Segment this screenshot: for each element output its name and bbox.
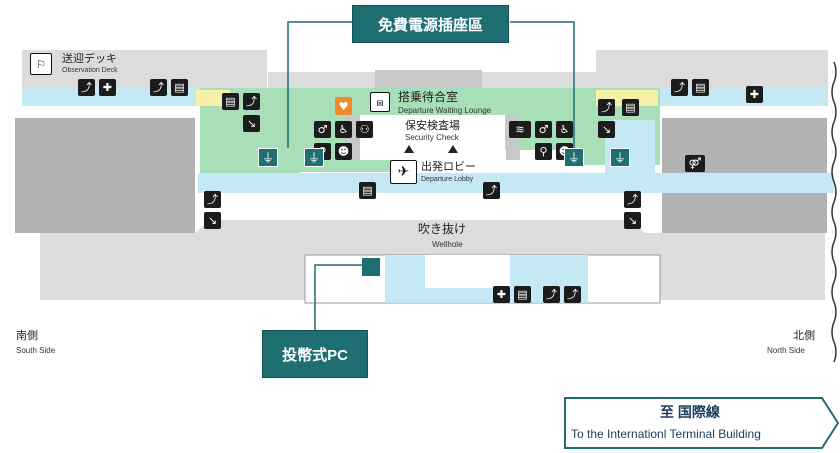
south-side-label-en: South Side bbox=[16, 346, 56, 355]
waiting-lounge-icon: ⩎ bbox=[370, 92, 390, 112]
departure-lobby-label-en: Departure Lobby bbox=[421, 176, 474, 183]
departure-lobby-label: 出発ロビー bbox=[421, 161, 476, 173]
charging-leader-left bbox=[287, 21, 355, 148]
observation-deck-icon: ⚐ bbox=[30, 53, 52, 75]
north-side-label: 北側 bbox=[793, 330, 815, 342]
male-restroom-icon: ♂ bbox=[314, 121, 331, 138]
observation-deck-label: 送迎デッキ bbox=[62, 53, 117, 65]
restroom-icon: ✚ bbox=[746, 86, 763, 103]
power-outlet-icon[interactable]: ⏚ bbox=[610, 148, 630, 167]
power-outlet-icon[interactable]: ⏚ bbox=[304, 148, 324, 167]
accessible-restroom-icon: ♿ bbox=[556, 121, 573, 138]
coin-pc-inner bbox=[425, 255, 510, 288]
wellhole-area bbox=[215, 193, 620, 220]
stairs-icon: ↘ bbox=[598, 121, 615, 138]
departure-lobby-corridor bbox=[198, 173, 834, 193]
security-check-area bbox=[360, 115, 505, 160]
security-arrow-left bbox=[404, 145, 414, 153]
power-outlet-icon[interactable]: ⏚ bbox=[258, 148, 278, 167]
coin-pc-leader bbox=[314, 264, 362, 330]
escalator-icon: ⤴ bbox=[598, 99, 615, 116]
center-roof bbox=[375, 70, 482, 88]
coin-pc-marker bbox=[362, 258, 380, 276]
direction-sign-en: To the Internationl Terminal Building bbox=[571, 427, 761, 441]
accessible-restroom-icon: ♿ bbox=[335, 121, 352, 138]
power-outlet-icon[interactable]: ⏚ bbox=[564, 148, 584, 167]
escalator-icon: ⤴ bbox=[204, 191, 221, 208]
free-charging-callout[interactable]: 免費電源插座區 bbox=[352, 5, 509, 43]
male-restroom-icon: ♂ bbox=[535, 121, 552, 138]
elevator-icon: ▤ bbox=[359, 182, 376, 199]
lounge-label-en: Departure Waiting Lounge bbox=[398, 106, 492, 115]
family-restroom-icon: ⚲ bbox=[535, 143, 552, 160]
charging-leader-right bbox=[510, 21, 575, 148]
international-direction-sign[interactable] bbox=[564, 397, 840, 449]
map-break-line bbox=[831, 61, 837, 363]
wellhole-label: 吹き抜け bbox=[418, 222, 467, 236]
north-deck-shell bbox=[596, 50, 828, 92]
restroom-icon: ✚ bbox=[99, 79, 116, 96]
elevator-icon: ▤ bbox=[692, 79, 709, 96]
security-arrow-right bbox=[448, 145, 458, 153]
direction-sign-jp: 至 国際線 bbox=[660, 404, 720, 420]
stairs-icon: ↘ bbox=[243, 115, 260, 132]
observation-deck-label-en: Observation Deck bbox=[62, 67, 118, 74]
south-building-block bbox=[15, 118, 195, 233]
north-side-label-en: North Side bbox=[767, 346, 805, 355]
female-restroom-icon: ⚇ bbox=[356, 121, 373, 138]
elevator-icon: ▤ bbox=[622, 99, 639, 116]
aed-icon: ♥ bbox=[335, 97, 352, 115]
escalator-icon: ⤴ bbox=[671, 79, 688, 96]
escalator-icon: ⤴ bbox=[543, 286, 560, 303]
elevator-icon: ▤ bbox=[222, 93, 239, 110]
stairs-icon: ↘ bbox=[204, 212, 221, 229]
lounge-label: 搭乗待合室 bbox=[398, 90, 459, 104]
elevator-icon: ▤ bbox=[514, 286, 531, 303]
escalator-icon: ⤴ bbox=[78, 79, 95, 96]
escalator-icon: ⤴ bbox=[624, 191, 641, 208]
restroom-icon: ✚ bbox=[493, 286, 510, 303]
coin-pc-callout[interactable]: 投幣式PC bbox=[262, 330, 368, 378]
departure-icon: ✈ bbox=[390, 160, 417, 184]
smoking-icon: ≋ bbox=[509, 121, 531, 138]
observation-deck-shell bbox=[22, 50, 267, 92]
restroom-pair-icon: ⚤ bbox=[685, 155, 705, 172]
stairs-icon: ↘ bbox=[624, 212, 641, 229]
security-label-en: Security Check bbox=[405, 133, 459, 142]
baby-room-icon: ☻ bbox=[335, 143, 352, 160]
elevator-icon: ▤ bbox=[171, 79, 188, 96]
escalator-icon: ⤴ bbox=[564, 286, 581, 303]
shop-south bbox=[196, 90, 230, 106]
escalator-icon: ⤴ bbox=[483, 182, 500, 199]
security-label: 保安検査場 bbox=[405, 120, 460, 132]
escalator-icon: ⤴ bbox=[243, 93, 260, 110]
escalator-icon: ⤴ bbox=[150, 79, 167, 96]
wellhole-label-en: Wellhole bbox=[432, 240, 463, 249]
south-side-label: 南側 bbox=[16, 330, 38, 342]
